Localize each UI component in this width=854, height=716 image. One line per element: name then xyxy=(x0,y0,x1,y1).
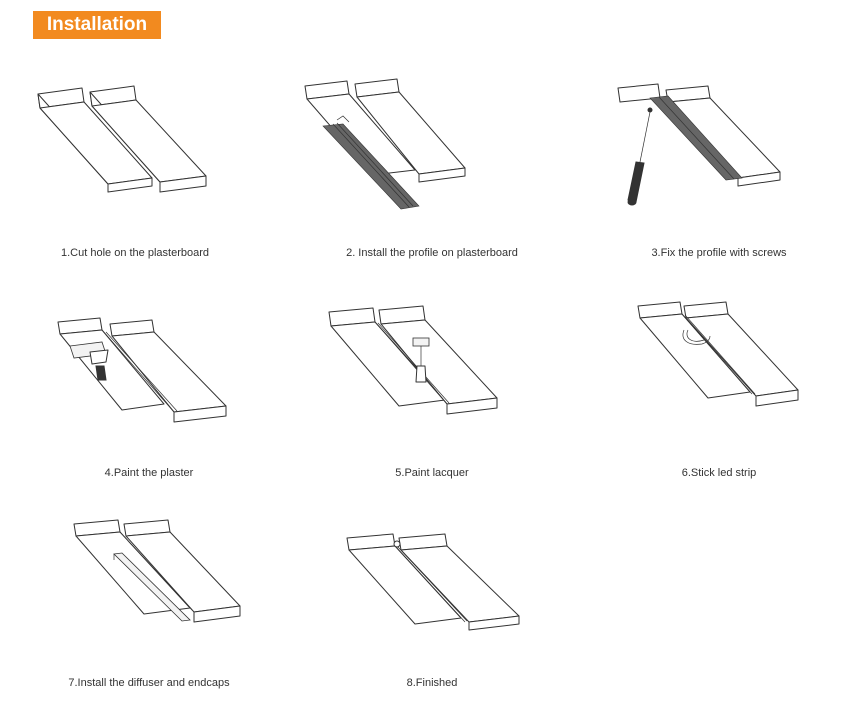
step-4-illustration xyxy=(57,317,227,423)
step-3-caption: 3.Fix the profile with screws xyxy=(651,247,787,259)
step-7-illustration xyxy=(73,519,241,623)
step-5-caption: 5.Paint lacquer xyxy=(395,467,469,479)
step-4-caption: 4.Paint the plaster xyxy=(104,467,194,479)
step-2-illustration xyxy=(304,78,466,210)
step-1-illustration xyxy=(37,85,207,193)
installation-header: Installation xyxy=(33,11,161,39)
step-8-illustration xyxy=(346,533,520,631)
step-6: 6.Stick led strip xyxy=(584,296,854,506)
step-2-caption: 2. Install the profile on plasterboard xyxy=(346,247,518,259)
step-5-illustration xyxy=(328,305,498,415)
step-3-illustration xyxy=(617,83,781,206)
step-3: 3.Fix the profile with screws xyxy=(584,76,854,286)
step-2: 2. Install the profile on plasterboard xyxy=(297,76,567,286)
step-8: 8.Finished xyxy=(297,506,567,716)
step-4: 4.Paint the plaster xyxy=(14,296,284,506)
step-5: 5.Paint lacquer xyxy=(297,296,567,506)
step-6-illustration xyxy=(637,301,799,407)
step-1-caption: 1.Cut hole on the plasterboard xyxy=(61,247,209,259)
step-6-caption: 6.Stick led strip xyxy=(681,467,757,479)
step-7-caption: 7.Install the diffuser and endcaps xyxy=(68,677,230,689)
step-8-caption: 8.Finished xyxy=(406,677,458,689)
step-1: 1.Cut hole on the plasterboard xyxy=(0,76,270,286)
step-7: 7.Install the diffuser and endcaps xyxy=(14,506,284,716)
